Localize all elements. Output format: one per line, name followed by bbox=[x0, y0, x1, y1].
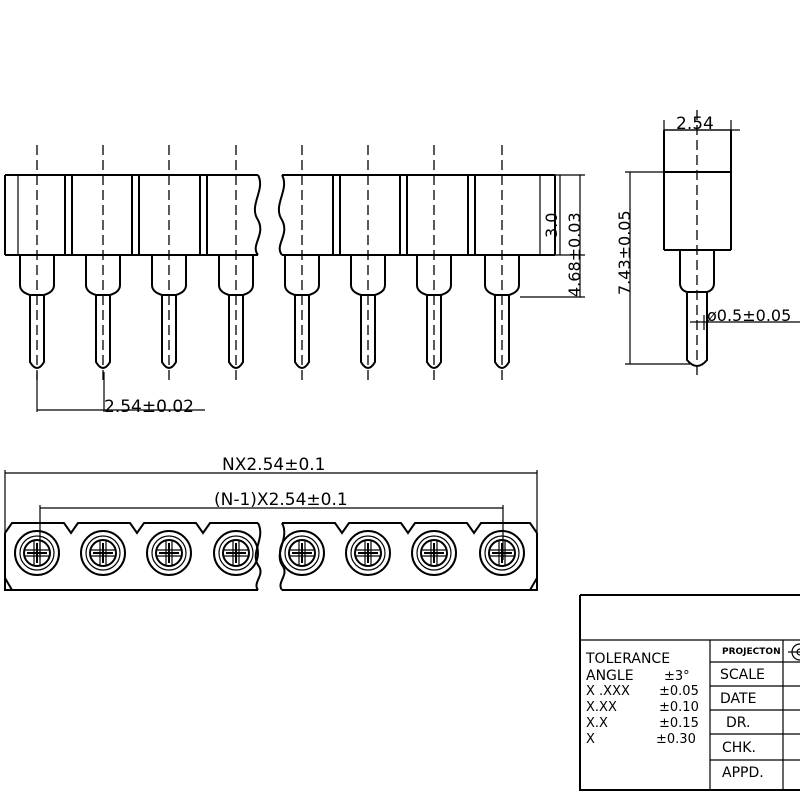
socket-hole bbox=[146, 530, 192, 576]
tolerance-title: TOLERANCE bbox=[585, 651, 670, 667]
front-view bbox=[4, 145, 556, 380]
socket-hole bbox=[345, 530, 391, 576]
segment-separators bbox=[17, 175, 541, 255]
scale-field: SCALE bbox=[720, 667, 765, 683]
total-height-label: 7.43±0.05 bbox=[615, 210, 634, 295]
pin-diameter-label: ø0.5±0.05 bbox=[707, 306, 791, 325]
break-line bbox=[277, 174, 286, 256]
pin bbox=[416, 145, 452, 380]
socket-hole bbox=[479, 530, 525, 576]
pin bbox=[19, 145, 55, 380]
pin bbox=[151, 145, 187, 380]
dr-field: DR. bbox=[726, 715, 750, 731]
pin-length-label: 4.68±0.03 bbox=[565, 212, 584, 297]
pin bbox=[350, 145, 386, 380]
socket-hole bbox=[411, 530, 457, 576]
tolerance-value-x: ±0.30 bbox=[656, 732, 696, 747]
pin bbox=[218, 145, 254, 380]
break-line bbox=[253, 174, 262, 256]
tolerance-label-xx: X.X bbox=[586, 716, 608, 731]
socket-hole bbox=[14, 530, 60, 576]
front-pins bbox=[19, 145, 520, 380]
tolerance-value-xxxx: ±0.05 bbox=[659, 684, 699, 699]
front-dimensions: 2.54±0.02 3.0 4.68±0.03 bbox=[36, 174, 585, 417]
top-view: NX2.54±0.1 (N-1)X2.54±0.1 bbox=[4, 455, 538, 591]
tolerance-value-xx: ±0.15 bbox=[659, 716, 699, 731]
date-field: DATE bbox=[720, 691, 756, 707]
appd-field: APPD. bbox=[722, 765, 764, 781]
pin bbox=[85, 145, 121, 380]
body-width-label: 2.54 bbox=[676, 114, 714, 134]
projection-label: PROJECTON bbox=[722, 647, 781, 657]
top-sockets bbox=[14, 530, 525, 576]
tolerance-value-angle: ±3° bbox=[664, 669, 690, 684]
chk-field: CHK. bbox=[722, 740, 756, 756]
pitch-label: 2.54±0.02 bbox=[104, 397, 194, 417]
pin bbox=[484, 145, 520, 380]
socket-hole bbox=[213, 530, 259, 576]
tolerance-label-x: X bbox=[586, 732, 595, 747]
side-view: 2.54 7.43±0.05 ø0.5±0.05 bbox=[615, 110, 800, 375]
socket-hole bbox=[80, 530, 126, 576]
tolerance-value-xxx: ±0.10 bbox=[659, 700, 699, 715]
tolerance-label-angle: ANGLE bbox=[586, 668, 634, 684]
socket-hole bbox=[279, 530, 325, 576]
tolerance-label-xxx: X.XX bbox=[586, 700, 617, 715]
title-block: PROJECTON SCALE DATE DR. CHK. APPD. TOLE… bbox=[579, 594, 800, 791]
pin bbox=[284, 145, 320, 380]
tolerance-label-xxxx: X .XXX bbox=[586, 684, 630, 699]
body-height-label: 3.0 bbox=[542, 213, 561, 238]
overall-length-label: NX2.54±0.1 bbox=[222, 455, 326, 475]
center-span-label: (N-1)X2.54±0.1 bbox=[214, 490, 348, 510]
